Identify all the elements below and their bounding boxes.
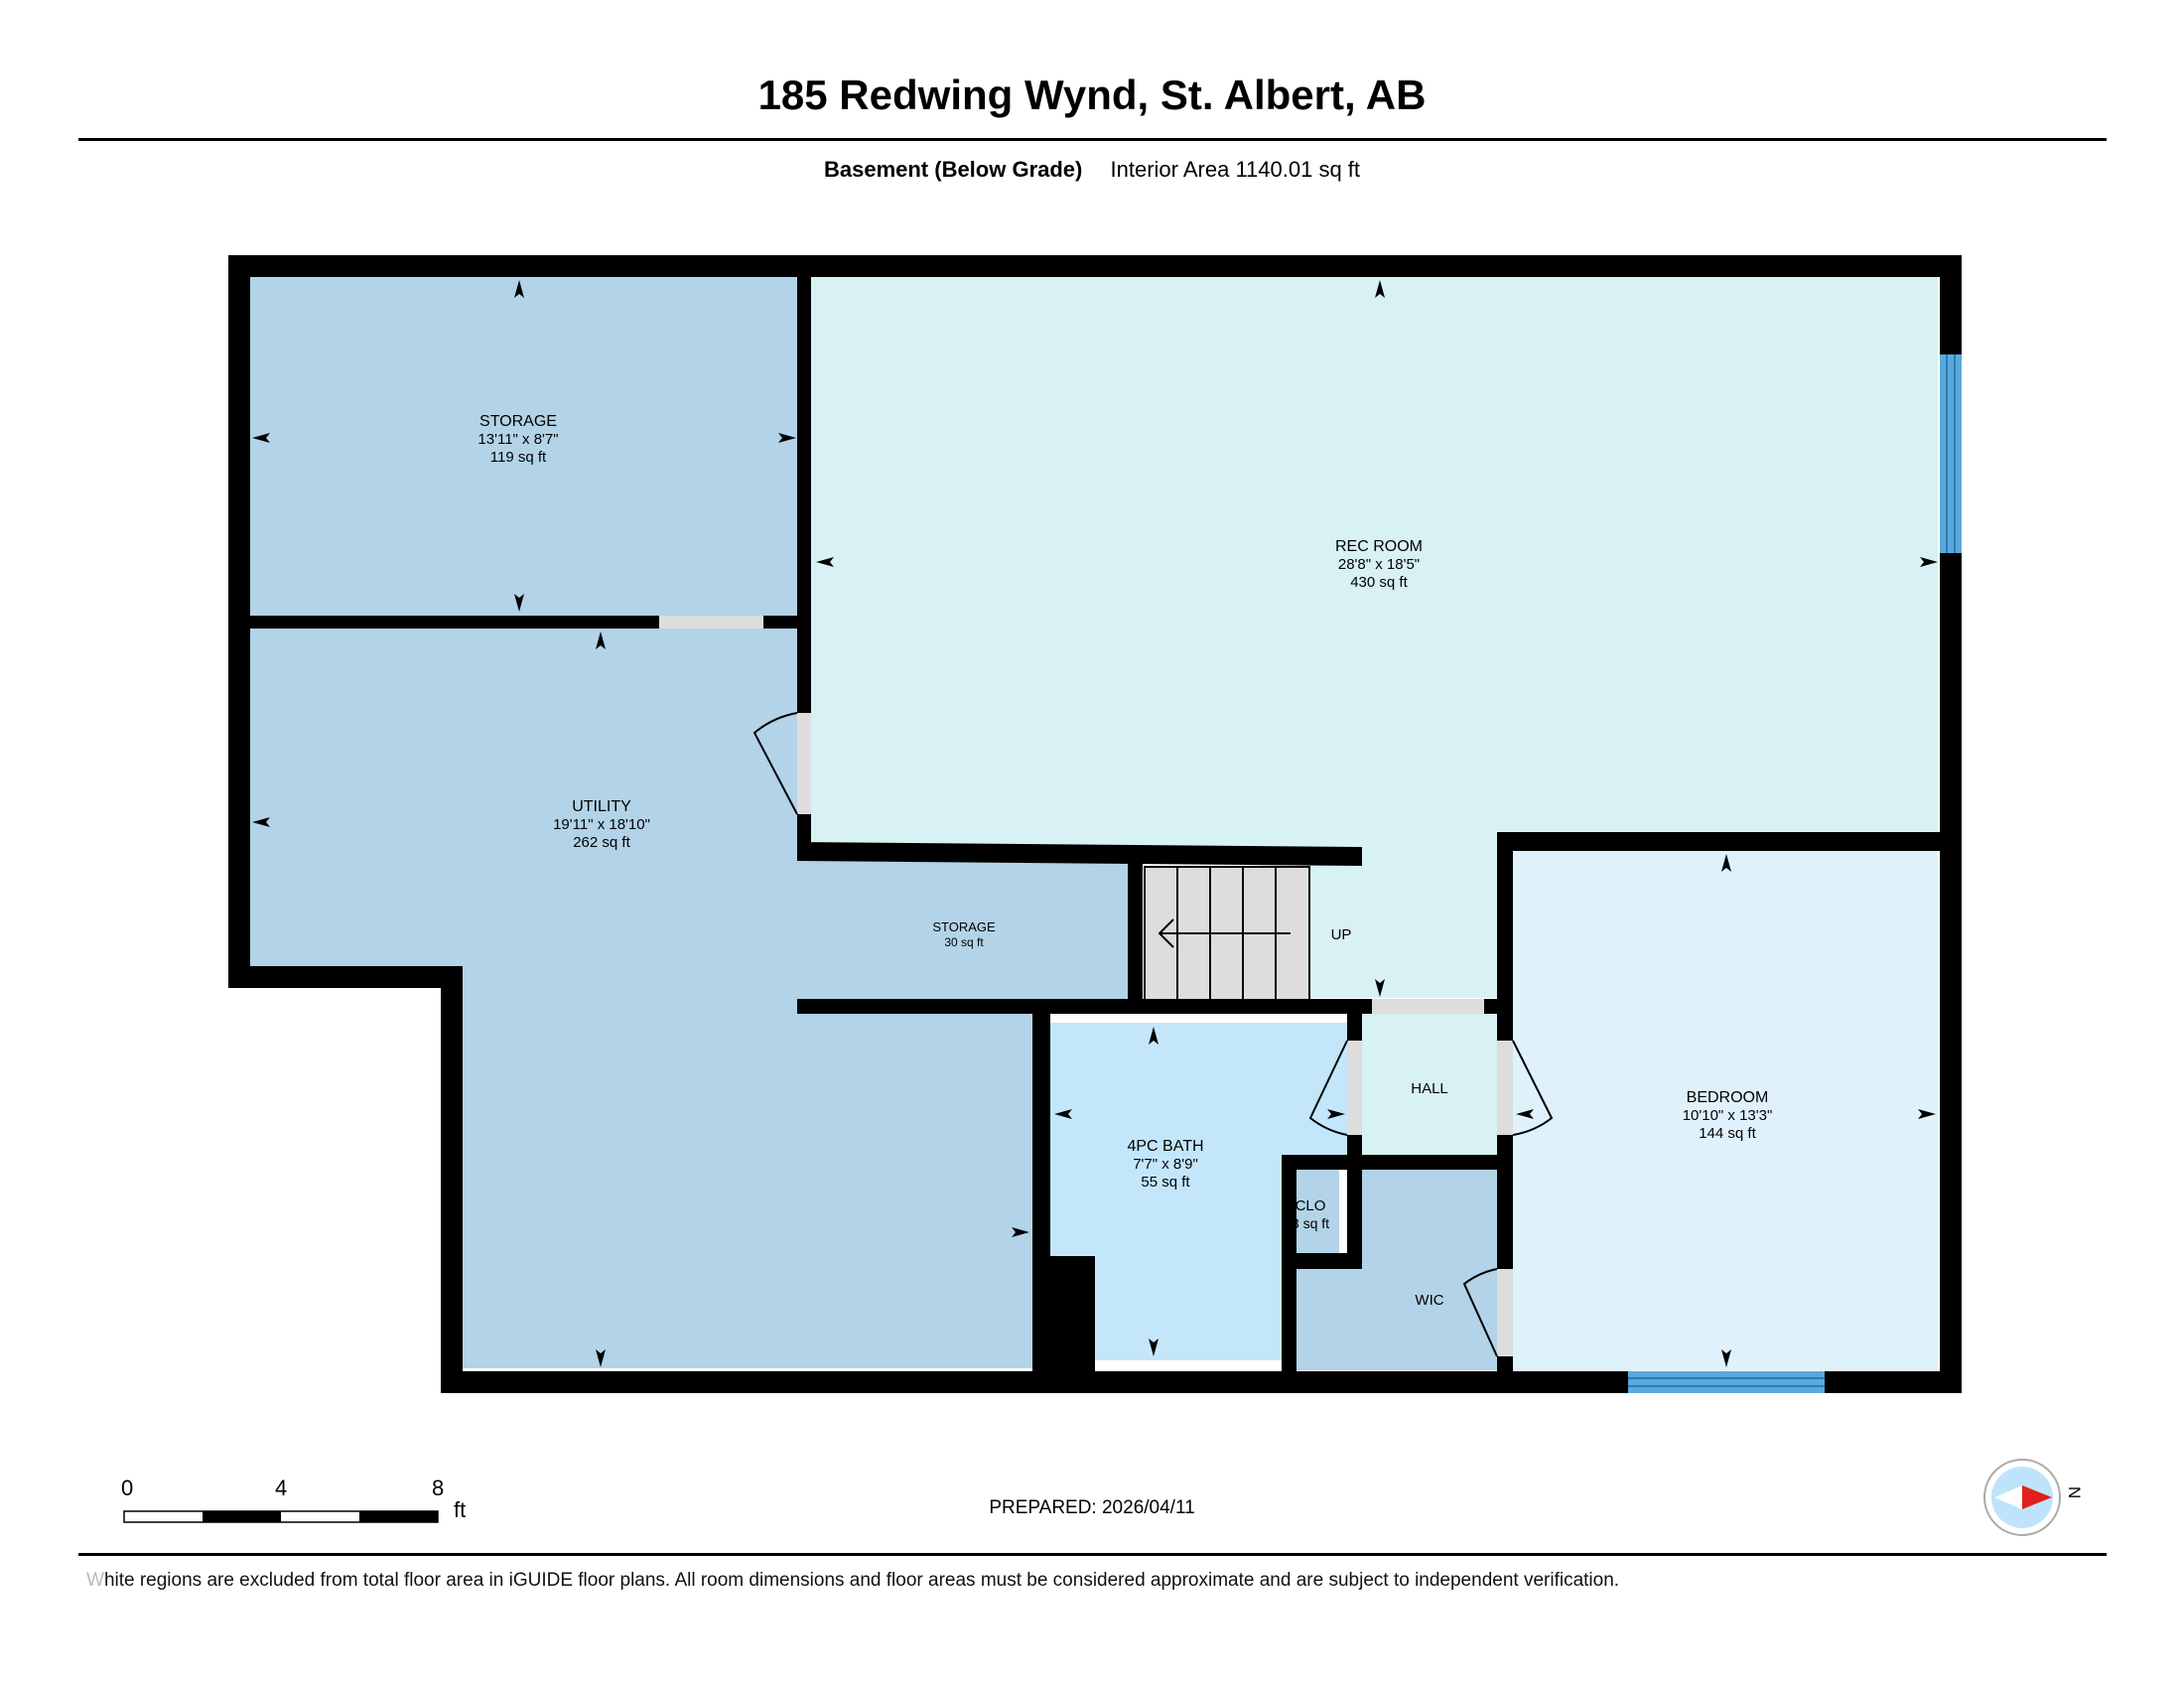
bath-fill: [1050, 1023, 1347, 1360]
storage-large-fill: [248, 276, 800, 616]
hall-fill: [1362, 1008, 1499, 1155]
utility-dims: 19'11" x 18'10": [553, 816, 650, 833]
scale-unit: ft: [454, 1497, 467, 1522]
stairs-label: UP: [1331, 926, 1352, 943]
storage-large-area: 119 sq ft: [490, 449, 547, 466]
utility-name: UTILITY: [572, 798, 631, 815]
door-openings: [659, 616, 1513, 1356]
closet-name: CLO: [1296, 1197, 1326, 1214]
bath-name: 4PC BATH: [1127, 1138, 1203, 1155]
rec-room-area: 430 sq ft: [1350, 574, 1408, 591]
storage-small-fill: [797, 859, 1131, 1001]
bath-area: 55 sq ft: [1141, 1174, 1190, 1191]
scale-tick-0: 0: [121, 1476, 134, 1500]
rec-room-name: REC ROOM: [1335, 538, 1423, 555]
compass-north-label: N: [2065, 1486, 2084, 1498]
room-fills: [248, 276, 1938, 1370]
storage-large-dims: 13'11" x 8'7": [478, 431, 558, 448]
compass-icon: N: [1983, 1459, 2084, 1536]
dimension-arrows: [252, 280, 1938, 1367]
level-name: Basement (Below Grade): [823, 157, 1083, 182]
bedroom-name: BEDROOM: [1687, 1089, 1769, 1106]
storage-small-name: STORAGE: [932, 919, 996, 934]
utility-area: 262 sq ft: [573, 834, 630, 851]
closet-area: 3 sq ft: [1292, 1215, 1329, 1231]
bedroom-fill: [1513, 851, 1938, 1370]
disclaimer-first-letter: W: [86, 1570, 104, 1591]
hall-name: HALL: [1411, 1080, 1448, 1097]
utility-fill: [248, 626, 1032, 1368]
room-labels: STORAGE 13'11" x 8'7" 119 sq ft REC ROOM…: [478, 413, 1772, 1309]
storage-large-name: STORAGE: [479, 413, 557, 430]
rec-room-fill: [811, 276, 1938, 998]
windows: [1628, 354, 1962, 1393]
header-rule: [78, 138, 2107, 141]
wic-name: WIC: [1415, 1292, 1443, 1309]
plan-subtitle: Basement (Below Grade) Interior Area 114…: [0, 157, 2184, 183]
bath-dims: 7'7" x 8'9": [1133, 1156, 1198, 1173]
bedroom-dims: 10'10" x 13'3": [1683, 1107, 1773, 1124]
disclaimer-text: hite regions are excluded from total flo…: [103, 1570, 1620, 1591]
storage-small-area: 30 sq ft: [944, 935, 984, 949]
scale-bar: [123, 1510, 439, 1523]
plan-title: 185 Redwing Wynd, St. Albert, AB: [757, 71, 1427, 118]
interior-area: Interior Area 1140.01 sq ft: [1110, 157, 1361, 182]
footer-rule: [78, 1553, 2107, 1556]
prepared-date: PREPARED: 2026/04/11: [989, 1497, 1195, 1518]
window-bedroom: [1628, 1371, 1825, 1393]
bedroom-area: 144 sq ft: [1699, 1125, 1756, 1142]
disclaimer: White regions are excluded from total fl…: [86, 1570, 1619, 1592]
scale-tick-4: 4: [275, 1476, 288, 1500]
scale-tick-8: 8: [432, 1476, 445, 1500]
window-rec-room: [1940, 354, 1962, 553]
wic-fill: [1297, 1170, 1497, 1370]
rec-room-dims: 28'8" x 18'5": [1338, 556, 1420, 573]
stairs: [1144, 866, 1310, 1001]
door-swings: [752, 712, 1554, 1357]
